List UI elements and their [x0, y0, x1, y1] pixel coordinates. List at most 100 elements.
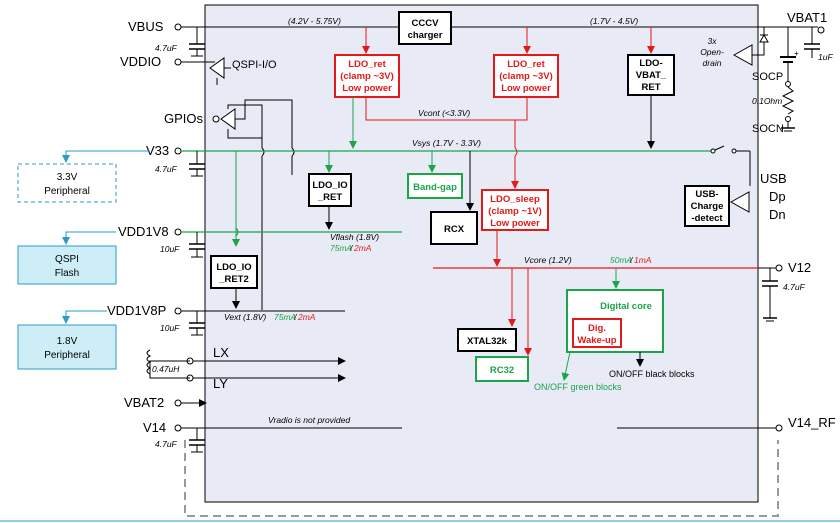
svg-text:(clamp ~3V): (clamp ~3V) [340, 71, 394, 82]
inductor-label: 0.47uH [152, 364, 180, 374]
vflash-red: 2mA [353, 243, 372, 253]
pin-dn: Dn [769, 207, 786, 222]
svg-text:charger: charger [408, 30, 443, 41]
svg-text:RCX: RCX [444, 224, 465, 235]
vext-red: 2mA [297, 312, 316, 322]
pin-usb: USB [760, 171, 787, 186]
qspi-flash-line2: Flash [55, 268, 79, 279]
svg-text:Low power: Low power [342, 83, 392, 94]
svg-text:Dig.: Dig. [588, 323, 606, 334]
pin-vbat2: VBAT2 [124, 395, 164, 410]
block-ldo-ret-2 [493, 54, 559, 98]
vsys-label: Vsys (1.7V - 3.3V) [412, 138, 481, 148]
pin-v14-terminal [174, 424, 182, 432]
vflash-green: 75mA [330, 243, 353, 253]
cap-vbus-label: 4.7uF [155, 43, 178, 53]
inductor [146, 349, 152, 375]
vcore-red: 1mA [634, 255, 652, 265]
block-rcx [430, 211, 478, 245]
peripheral-3v3-line1: 3.3V [57, 172, 78, 183]
peripheral-1v8-line1: 1.8V [57, 336, 78, 347]
vradio-label: Vradio is not provided [268, 415, 350, 425]
block-ldo-io-ret2 [210, 255, 258, 289]
svg-text:-detect: -detect [691, 213, 723, 224]
pin-v14: V14 [143, 420, 166, 435]
svg-text:Low power: Low power [490, 218, 540, 229]
cap-v12-label: 4.7uF [783, 282, 806, 292]
pin-gpios-terminal [212, 115, 220, 123]
svg-text:LDO_IO: LDO_IO [312, 180, 347, 191]
svg-text:/: / [349, 243, 354, 253]
resistor [781, 86, 795, 115]
svg-text:Open-: Open- [700, 47, 724, 57]
svg-text:LDO_ret: LDO_ret [348, 59, 386, 70]
svg-text:RET: RET [642, 82, 661, 93]
pin-v33: V33 [146, 143, 169, 158]
svg-text:CCCV: CCCV [412, 18, 440, 29]
pin-vdd1v8-terminal [174, 228, 182, 236]
pin-lx: LX [213, 345, 229, 360]
vcore-green: 50mA [610, 255, 633, 265]
svg-text:_RET2: _RET2 [218, 274, 249, 285]
block-ldo-vbat-ret [627, 54, 675, 96]
svg-text:RC32: RC32 [490, 365, 514, 376]
svg-text:Band-gap: Band-gap [413, 182, 457, 193]
pin-v33-terminal [174, 147, 182, 155]
block-ldo-ret-1 [334, 54, 400, 98]
pin-v14-rf-terminal [775, 424, 783, 432]
svg-text:_RET: _RET [317, 192, 342, 203]
usb-buffer [729, 191, 750, 213]
cap-vdd1v8p-label: 10uF [160, 323, 180, 333]
qspi-flash-line1: QSPI [55, 254, 79, 265]
block-dig-wakeup [572, 318, 622, 348]
chip-body [204, 4, 759, 503]
pin-vdd1v8p: VDD1V8P [107, 303, 166, 318]
resistor-label: 0.1Ohm [752, 96, 782, 106]
svg-text:Low power: Low power [501, 83, 551, 94]
pin-vbat2-terminal [174, 399, 182, 407]
svg-text:(clamp ~3V): (clamp ~3V) [499, 71, 553, 82]
block-ldo-io-ret [308, 173, 352, 207]
pin-vddio-terminal [174, 58, 182, 66]
pin-vddio: VDDIO [120, 54, 161, 69]
vcont-label: Vcont (<3.3V) [418, 108, 470, 118]
pin-socn: SOCN [752, 123, 784, 135]
svg-text:3x: 3x [708, 36, 718, 46]
svg-text:+: + [794, 48, 799, 58]
svg-text:/: / [293, 312, 298, 322]
cap-v14-label: 4.7uF [155, 439, 178, 449]
pin-v14-rf: V14_RF [788, 415, 836, 430]
pin-v12: V12 [788, 260, 811, 275]
peripheral-1v8-line2: Peripheral [44, 350, 90, 361]
cap-vbat1-label: 1uF [818, 52, 833, 62]
cap-vdd1v8-label: 10uF [160, 244, 180, 254]
svg-text:VBAT_: VBAT_ [636, 70, 667, 81]
peripheral-3v3 [17, 163, 117, 203]
svg-text:(clamp ~1V): (clamp ~1V) [488, 206, 542, 217]
block-cccv-charger [398, 11, 452, 45]
block-rc32 [475, 356, 529, 382]
pin-dp: Dp [769, 189, 786, 204]
pin-vbat1: VBAT1 [787, 10, 827, 25]
vbus-range-label: (4.2V - 5.75V) [288, 16, 341, 26]
svg-text:Charge: Charge [691, 201, 724, 212]
vbat-range-label: (1.7V - 4.5V) [590, 16, 638, 26]
block-xtal32k [457, 328, 517, 352]
peripheral-3v3-line2: Peripheral [44, 186, 90, 197]
pin-socp: SOCP [752, 71, 783, 83]
svg-text:XTAL32k: XTAL32k [467, 336, 508, 347]
block-band-gap [407, 173, 463, 199]
legend-black: ON/OFF black blocks [609, 369, 695, 379]
pin-vbat1-terminal [817, 26, 825, 34]
pin-vbus: VBUS [128, 19, 164, 34]
module-boundary [184, 440, 779, 517]
cap-v33-label: 4.7uF [155, 164, 178, 174]
block-usb-charge-detect [684, 185, 730, 227]
svg-text:LDO_IO: LDO_IO [216, 262, 251, 273]
peripheral-1v8 [17, 324, 117, 370]
vext-label: Vext (1.8V) [224, 312, 266, 322]
svg-text:USB-: USB- [695, 189, 718, 200]
pin-ly: LY [213, 376, 228, 391]
led-icon [759, 33, 769, 43]
pin-vdd1v8p-terminal [174, 307, 182, 315]
